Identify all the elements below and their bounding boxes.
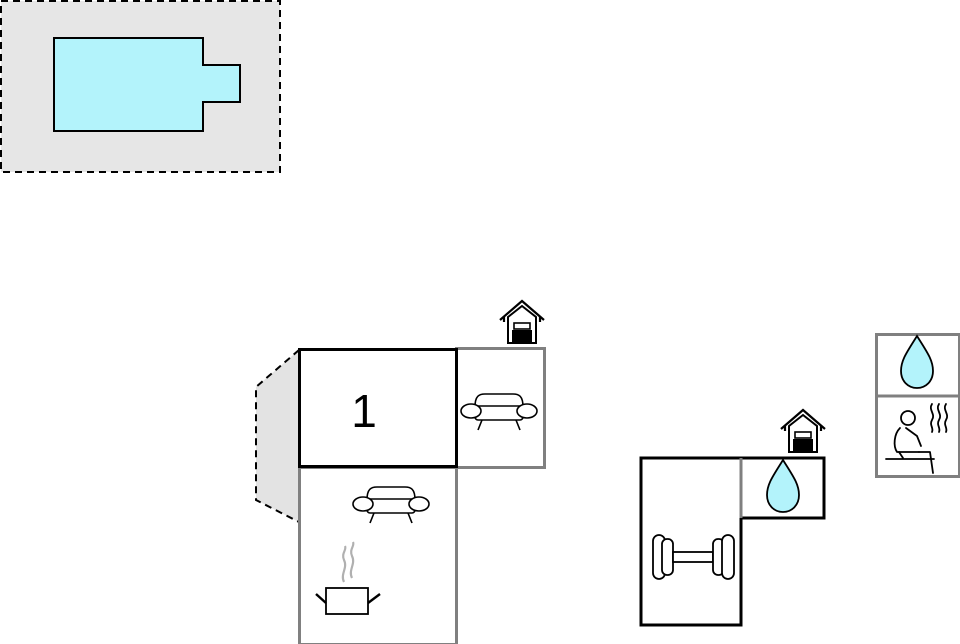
bedroom-1	[298, 348, 458, 468]
wellness-unit	[875, 333, 960, 478]
pool-area	[0, 0, 281, 173]
fitness-building	[639, 408, 827, 627]
terrace-outline	[255, 349, 300, 523]
entrance-icon	[779, 408, 827, 454]
kitchen-pot-icon	[315, 541, 381, 615]
pool-icon	[53, 37, 241, 132]
fitness-dumbbell-icon	[652, 534, 735, 580]
main-building: 1	[298, 299, 546, 644]
sauna-icon	[885, 403, 949, 474]
room-number-label: 1	[351, 385, 377, 437]
entrance-icon	[498, 299, 546, 345]
terrace	[256, 350, 299, 522]
